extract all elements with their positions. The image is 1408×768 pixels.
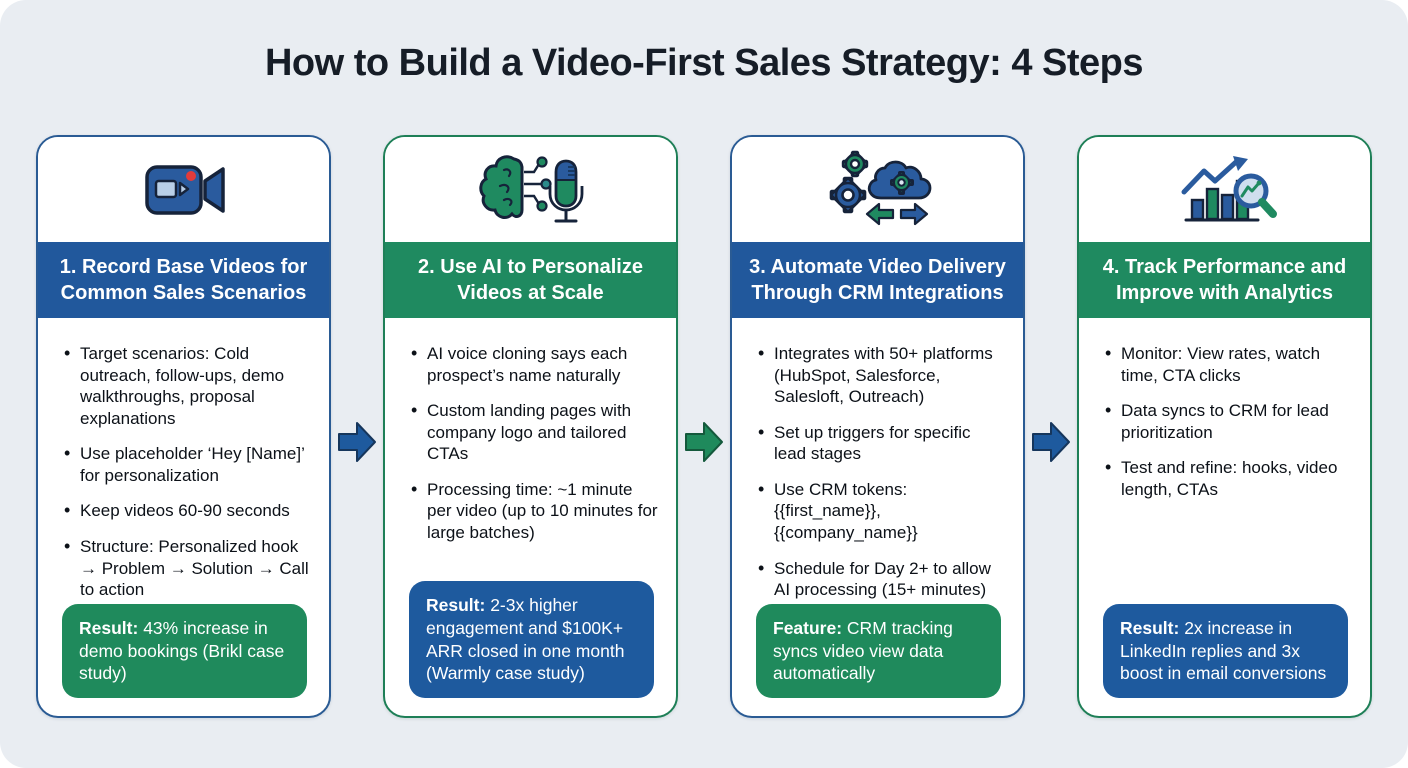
automation-gears-cloud-icon [823,150,933,230]
step-4-body: Monitor: View rates, watch time, CTA cli… [1079,318,1370,716]
step-2-bullet-list: AI voice cloning says each prospect’s na… [409,342,658,544]
bullet: Processing time: ~1 minute per video (up… [409,478,658,544]
video-camera-icon [129,150,239,230]
right-arrow-icon [684,419,724,465]
step-card-1: 1. Record Base Videos for Common Sales S… [36,135,331,718]
analytics-chart-icon [1170,150,1280,230]
ai-brain-microphone-icon [476,150,586,230]
result-label: Result: [79,617,139,638]
step-3-title: 3. Automate Video Delivery Through CRM I… [732,242,1023,318]
step-4-result-box: Result: 2x increase in LinkedIn replies … [1103,603,1348,698]
bullet: Custom landing pages with company logo a… [409,399,658,465]
step-card-4: 4. Track Performance and Improve with An… [1077,135,1372,718]
step-2-icon-area [385,137,676,242]
bullet: Use CRM tokens: {{first_name}}, {{compan… [756,478,1005,544]
step-1-title: 1. Record Base Videos for Common Sales S… [38,242,329,318]
bullet: Integrates with 50+ platforms (HubSpot, … [756,342,1005,408]
bullet: Test and refine: hooks, video length, CT… [1103,456,1352,500]
result-label: Result: [426,595,486,615]
step-3-icon-area [732,137,1023,242]
step-1-icon-area [38,137,329,242]
page-title: How to Build a Video-First Sales Strateg… [264,42,1144,84]
result-text: 2x increase in LinkedIn replies and 3x b… [1120,617,1327,684]
bullet: AI voice cloning says each prospect’s na… [409,342,658,386]
bullet: Data syncs to CRM for lead prioritizatio… [1103,399,1352,443]
step-4-bullet-list: Monitor: View rates, watch time, CTA cli… [1103,342,1352,500]
step-4-title: 4. Track Performance and Improve with An… [1079,242,1370,318]
bullet: Keep videos 60-90 seconds [62,499,311,522]
steps-row: 1. Record Base Videos for Common Sales S… [36,135,1372,718]
step-1-result-box: Result: 43% increase in demo bookings (B… [62,603,307,698]
result-text: 43% increase in demo bookings (Brikl cas… [79,617,285,684]
bullet: Monitor: View rates, watch time, CTA cli… [1103,342,1352,386]
bullet: Use placeholder ‘Hey [Name]’ for persona… [62,442,311,486]
arrow-cell-2 [678,135,730,718]
bullet: Set up triggers for specific lead stages [756,421,1005,465]
result-label: Result: [1120,617,1180,638]
step-2-title: 2. Use AI to Personalize Videos at Scale [385,242,676,318]
bullet: Target scenarios: Cold outreach, follow-… [62,342,311,429]
step-2-result-box: Result: 2-3x higher engagement and $100K… [409,581,654,698]
result-text: CRM tracking syncs video view data autom… [773,617,953,684]
step-card-2: 2. Use AI to Personalize Videos at Scale… [383,135,678,718]
bullet: Structure: Personalized hook → Problem →… [62,535,311,601]
arrow-cell-1 [331,135,383,718]
result-label: Feature: [773,617,843,638]
right-arrow-icon [1031,419,1071,465]
arrow-cell-3 [1025,135,1077,718]
step-3-bullet-list: Integrates with 50+ platforms (HubSpot, … [756,342,1005,601]
step-1-body: Target scenarios: Cold outreach, follow-… [38,318,329,716]
step-2-body: AI voice cloning says each prospect’s na… [385,318,676,716]
step-3-feature-box: Feature: CRM tracking syncs video view d… [756,603,1001,698]
step-card-3: 3. Automate Video Delivery Through CRM I… [730,135,1025,718]
right-arrow-icon [337,419,377,465]
step-1-bullet-list: Target scenarios: Cold outreach, follow-… [62,342,311,601]
result-text: 2-3x higher engagement and $100K+ ARR cl… [426,595,625,684]
step-3-body: Integrates with 50+ platforms (HubSpot, … [732,318,1023,716]
step-4-icon-area [1079,137,1370,242]
bullet: Schedule for Day 2+ to allow AI processi… [756,557,1005,601]
